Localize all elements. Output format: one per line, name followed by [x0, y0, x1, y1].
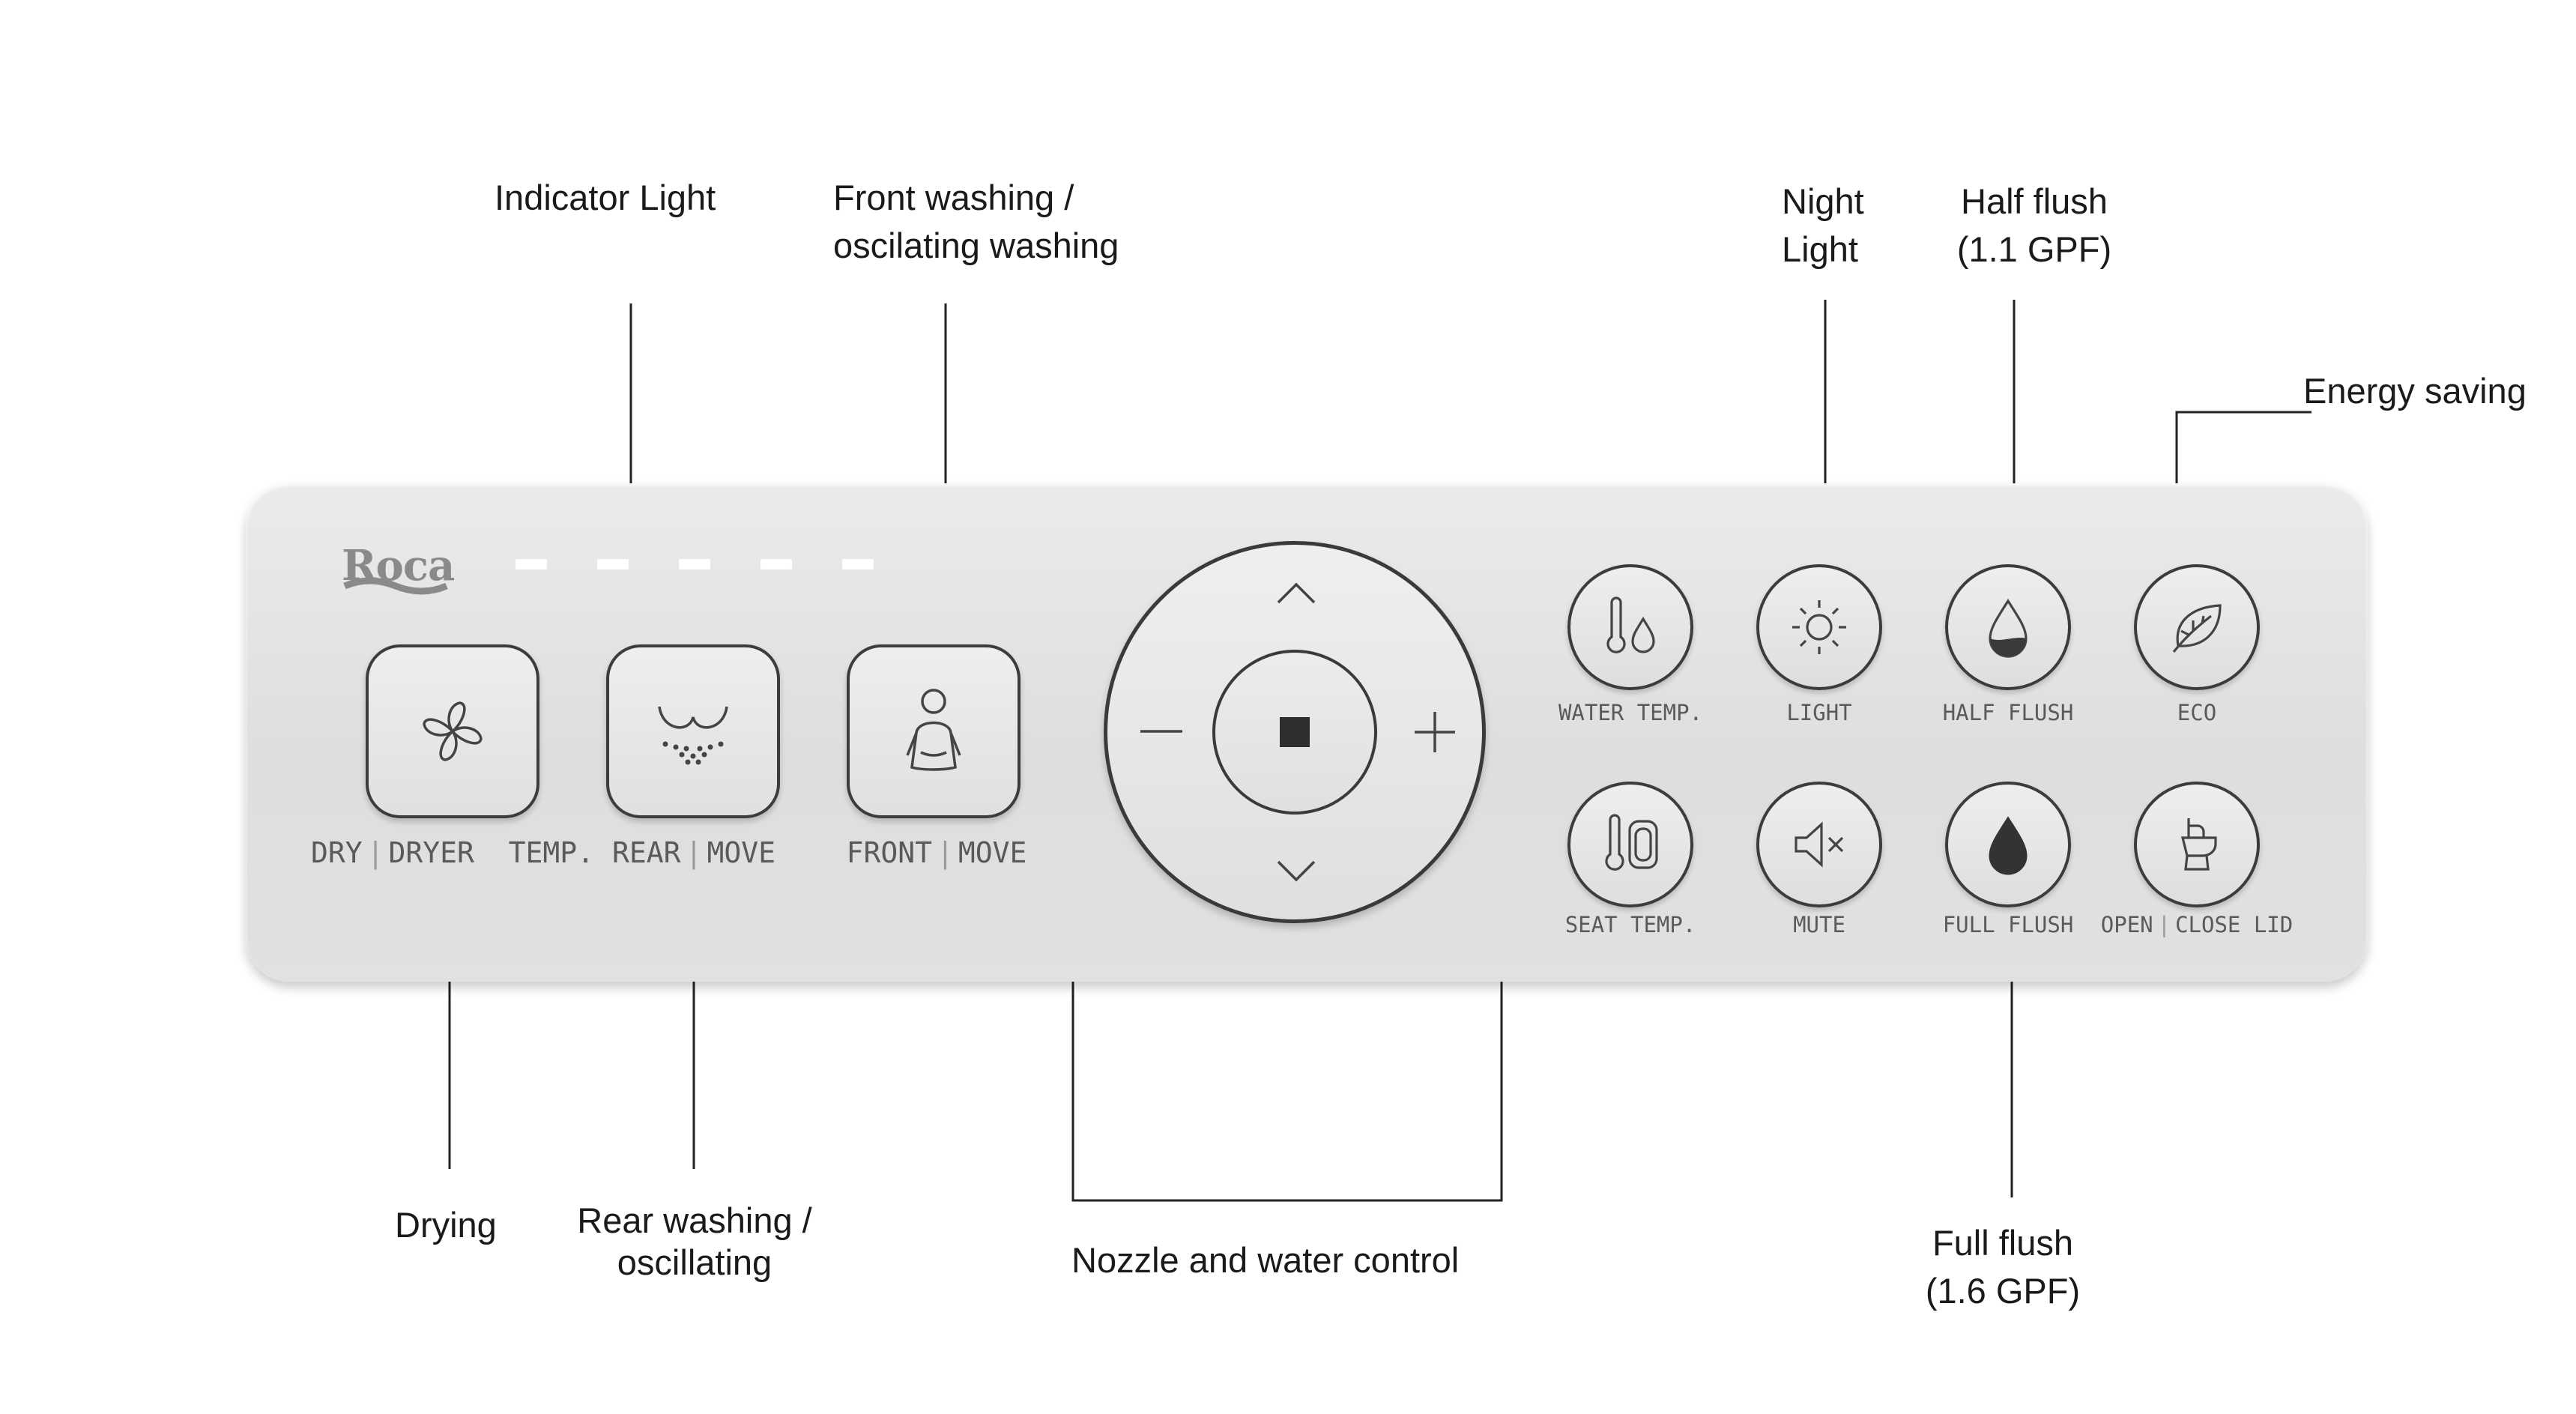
- callout-rear-washing: Rear washing / oscillating: [563, 1197, 826, 1287]
- callout-front-washing-line2: oscilating washing: [833, 226, 1119, 265]
- half-drop-icon: [1989, 599, 2028, 658]
- sun-icon: [1792, 600, 1846, 654]
- chevron-down-icon[interactable]: [1275, 857, 1317, 884]
- dry-button[interactable]: [366, 644, 539, 818]
- light-button[interactable]: [1756, 564, 1882, 690]
- person-icon: [906, 689, 961, 771]
- eco-label: ECO: [2177, 700, 2217, 725]
- callout-half-flush: Half flush (1.1 GPF): [1952, 178, 2117, 274]
- rear-wash-button[interactable]: [606, 644, 780, 818]
- indicator-light-1: [515, 559, 547, 569]
- callout-energy-saving: Energy saving: [2303, 371, 2527, 411]
- front-label: FRONT: [846, 836, 932, 869]
- front-button-label: FRONT|MOVE: [847, 836, 1027, 869]
- callout-night-light: Night Light: [1782, 178, 1864, 274]
- rear-label: REAR: [612, 836, 681, 869]
- callout-rear-washing-line2: oscillating: [617, 1242, 773, 1282]
- callout-front-washing-line1: Front washing /: [833, 178, 1074, 217]
- callout-half-flush-line2: (1.1 GPF): [1956, 229, 2112, 269]
- light-label: LIGHT: [1786, 700, 1852, 725]
- seat-temp-label: SEAT TEMP.: [1564, 912, 1696, 937]
- callout-indicator-light: Indicator Light: [495, 178, 716, 217]
- label-separator: |: [936, 836, 954, 869]
- callout-night-light-line1: Night: [1782, 181, 1864, 221]
- callout-rear-washing-line1: Rear washing /: [577, 1200, 812, 1240]
- eco-button[interactable]: [2134, 564, 2260, 690]
- label-separator: |: [366, 836, 384, 869]
- stop-button[interactable]: [1212, 650, 1377, 815]
- callout-drying: Drying: [395, 1205, 497, 1245]
- mute-button[interactable]: [1756, 782, 1882, 907]
- logo-wave-icon: [343, 577, 448, 595]
- stop-icon: [1280, 717, 1310, 747]
- callout-full-flush: Full flush (1.6 GPF): [1917, 1219, 2089, 1315]
- rear-button-label: REAR|MOVE: [612, 836, 775, 869]
- indicator-light-5: [842, 559, 874, 569]
- plus-icon[interactable]: [1413, 710, 1457, 754]
- minus-icon[interactable]: [1139, 727, 1184, 736]
- callout-nozzle-control: Nozzle and water control: [1071, 1240, 1460, 1280]
- chevron-up-icon[interactable]: [1275, 580, 1317, 607]
- lid-button[interactable]: [2134, 782, 2260, 907]
- callout-full-flush-line1: Full flush: [1932, 1223, 2074, 1263]
- seat-temp-button[interactable]: [1567, 782, 1693, 907]
- mute-icon: [1795, 821, 1844, 868]
- indicator-light-4: [761, 559, 792, 569]
- water-temp-button[interactable]: [1567, 564, 1693, 690]
- indicator-light-2: [597, 559, 629, 569]
- full-flush-button[interactable]: [1945, 782, 2071, 907]
- callout-full-flush-line2: (1.6 GPF): [1925, 1271, 2081, 1311]
- label-separator: |: [685, 836, 703, 869]
- toilet-lid-icon: [2180, 818, 2217, 871]
- half-flush-label: HALF FLUSH: [1942, 700, 2074, 725]
- callout-half-flush-line1: Half flush: [1961, 181, 2108, 221]
- open-label: OPEN: [2100, 912, 2153, 937]
- rear-spray-icon: [658, 706, 728, 765]
- dry-button-label: DRY|DRYER TEMP.: [311, 836, 594, 869]
- half-flush-button[interactable]: [1945, 564, 2071, 690]
- leaf-icon: [2172, 604, 2222, 653]
- water-temp-label: WATER TEMP.: [1558, 700, 1703, 725]
- label-separator: |: [2157, 912, 2171, 937]
- lid-label: OPEN|CLOSE LID: [2101, 912, 2293, 937]
- full-drop-icon: [1989, 816, 2028, 875]
- rear-move-label: MOVE: [707, 836, 775, 869]
- indicator-light-3: [679, 559, 710, 569]
- front-wash-button[interactable]: [847, 644, 1021, 818]
- dryer-temp-label: DRYER TEMP.: [388, 836, 595, 869]
- water-temp-icon: [1606, 596, 1655, 653]
- fan-icon: [423, 701, 483, 761]
- seat-temp-icon: [1605, 814, 1658, 871]
- mute-label: MUTE: [1793, 912, 1845, 937]
- dry-label: DRY: [310, 836, 363, 869]
- close-lid-label: CLOSE LID: [2175, 912, 2294, 937]
- leader-energy-saving: [2175, 411, 2312, 483]
- leader-nozzle-bracket: [1071, 973, 1503, 1202]
- full-flush-label: FULL FLUSH: [1942, 912, 2074, 937]
- callout-front-washing: Front washing / oscilating washing: [833, 174, 1119, 270]
- callout-night-light-line2: Light: [1782, 229, 1858, 269]
- front-move-label: MOVE: [958, 836, 1027, 869]
